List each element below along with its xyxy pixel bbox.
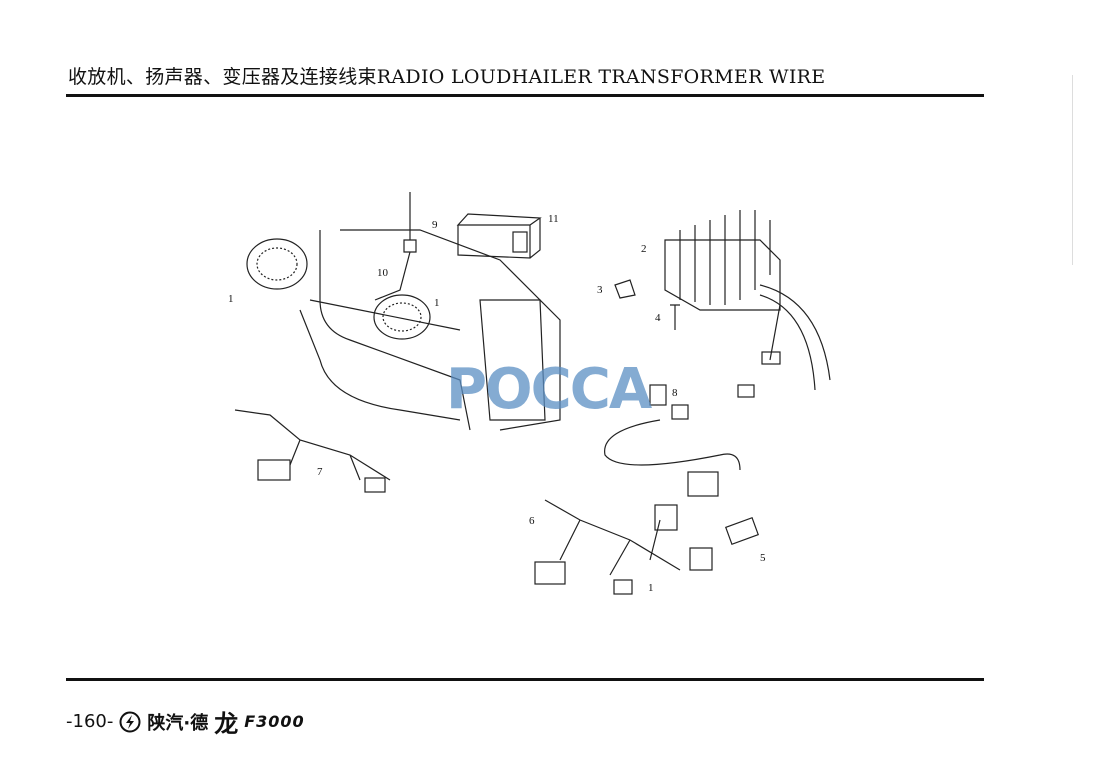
harness-7 <box>234 409 391 493</box>
callout-2: 2 <box>641 243 647 255</box>
model-name: F3000 <box>244 712 305 731</box>
callout-10: 10 <box>377 267 388 279</box>
callout-5: 5 <box>760 552 766 564</box>
harness-6 <box>534 499 713 595</box>
page-title: 收放机、扬声器、变压器及连接线束RADIO LOUDHAILER TRANSFO… <box>68 66 826 88</box>
callout-4: 4 <box>655 312 661 324</box>
callout-1c: 1 <box>648 582 654 594</box>
radio-unit <box>456 213 542 259</box>
callout-7: 7 <box>317 466 323 478</box>
clip-and-screw <box>614 279 680 330</box>
watermark: POCCA <box>446 357 652 422</box>
switch-5 <box>724 516 760 546</box>
cab-outline <box>299 229 561 431</box>
callout-1b: 1 <box>434 297 440 309</box>
callout-3: 3 <box>597 284 603 296</box>
callout-11: 11 <box>548 213 559 225</box>
lightning-logo-icon <box>119 711 141 732</box>
footer: -160- 陕汽·德 龙 F3000 <box>66 704 305 739</box>
antenna <box>374 192 417 301</box>
callout-8: 8 <box>672 387 678 399</box>
header-rule <box>66 94 984 97</box>
brand-name: 陕汽·德 <box>147 712 209 734</box>
harness-8 <box>604 384 741 497</box>
page-number: -160- <box>66 711 114 732</box>
speaker-left <box>246 238 308 290</box>
page-edge <box>1072 75 1073 265</box>
callout-9: 9 <box>432 219 438 231</box>
transformer <box>664 210 831 398</box>
speaker-center <box>373 294 431 340</box>
brand-logo-glyph: 龙 <box>214 709 239 738</box>
callout-1a: 1 <box>228 293 234 305</box>
footer-rule <box>66 678 984 681</box>
callout-6: 6 <box>529 515 535 527</box>
